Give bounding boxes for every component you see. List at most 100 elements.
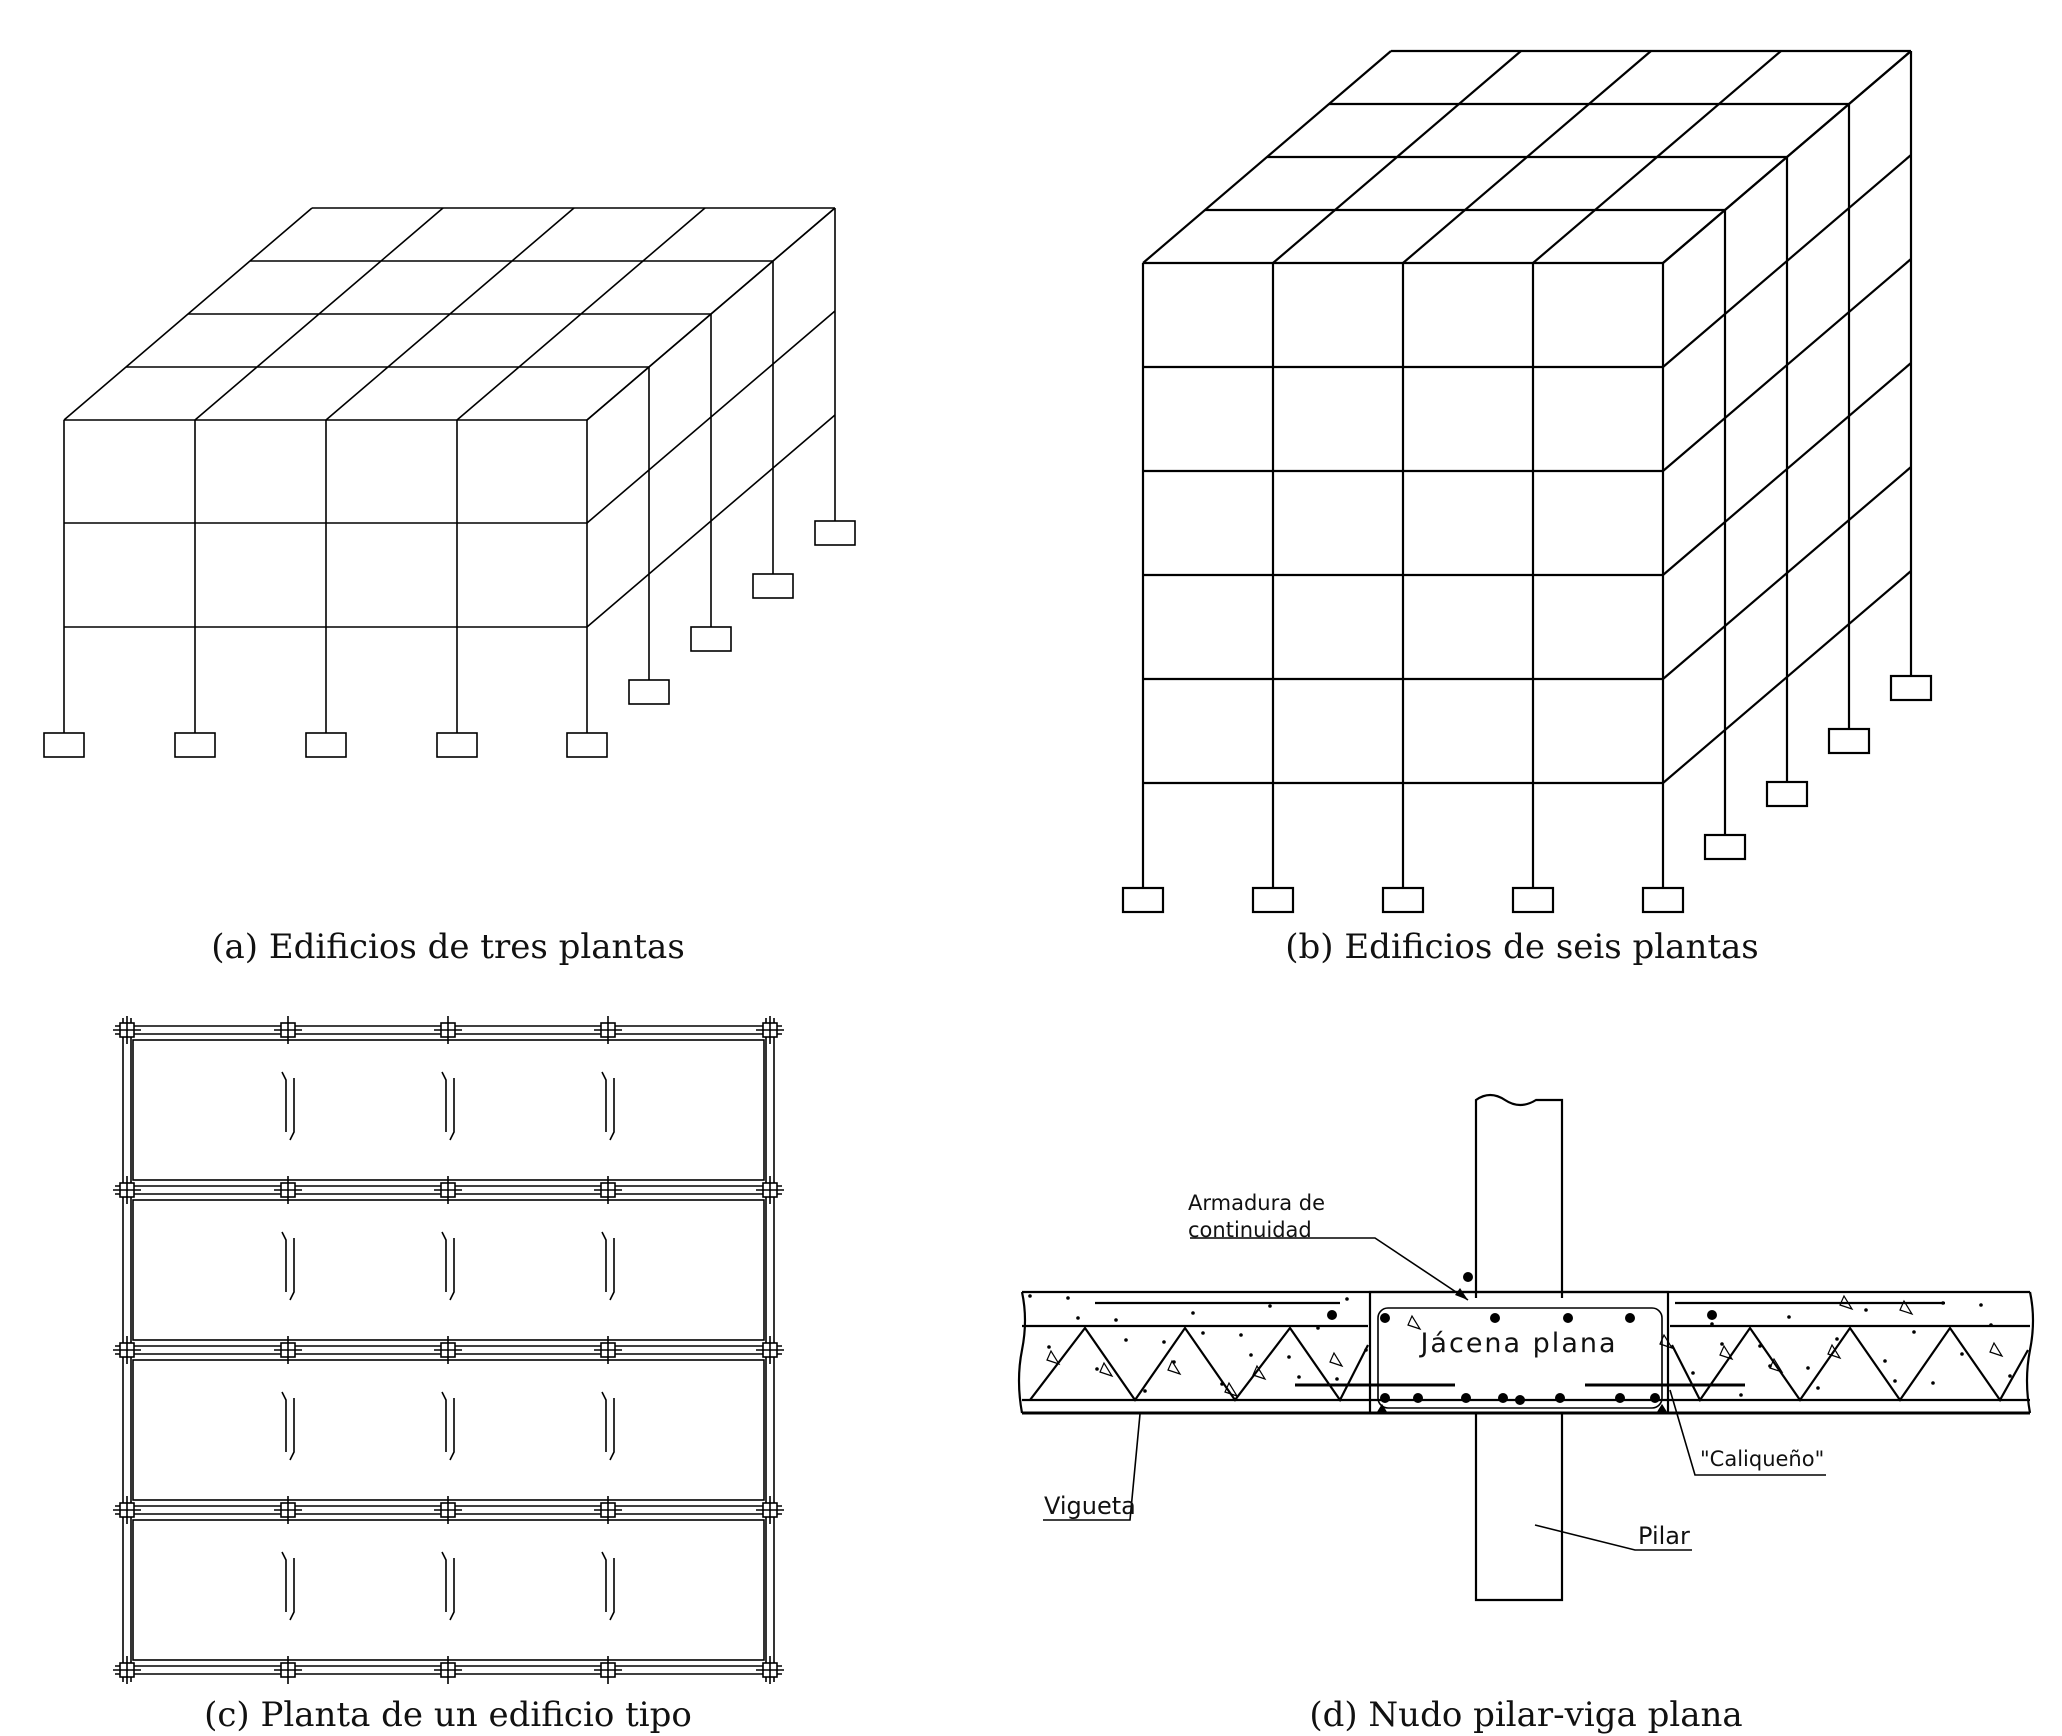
label-armadura-line2: continuidad [1188,1218,1312,1242]
aggregate-speck [1201,1331,1205,1335]
label-armadura-line1: Armadura de [1188,1191,1325,1215]
label-pilar: Pilar [1638,1522,1690,1550]
concrete-aggregate-marks [1028,1294,2012,1414]
aggregate-mark [1167,1359,1182,1376]
caption-c: (c) Planta de un edificio tipo [204,1695,692,1735]
aggregate-speck [1720,1342,1724,1346]
bay-outline [132,1039,765,1181]
side-footing [1827,727,1871,755]
rebar-dot [1380,1313,1390,1323]
front-footing [1641,886,1685,914]
label-jacena: Jácena plana [1418,1328,1617,1359]
aggregate-speck [1912,1330,1916,1334]
aggregate-speck [1114,1318,1118,1322]
side-footing [814,520,856,546]
aggregate-speck [1835,1337,1839,1341]
aggregate-mark [1899,1299,1914,1316]
aggregate-speck [1028,1294,1032,1298]
front-footing [43,732,85,758]
column-beam-joint-drawing: Armadura de continuidad Jácena plana "Ca… [1017,1093,2035,1602]
aggregate-speck [1806,1366,1810,1370]
caption-a: (a) Edificios de tres plantas [211,927,685,967]
rebar-dot [1461,1393,1471,1403]
joist-direction-symbol [441,1231,455,1301]
label-caliqueno: "Caliqueño" [1700,1447,1824,1471]
aggregate-mark [1252,1364,1267,1381]
aggregate-speck [1816,1386,1820,1390]
aggregate-mark [1046,1349,1061,1366]
aggregate-speck [1297,1375,1301,1379]
joist-direction-symbol [601,1391,615,1461]
aggregate-speck [1787,1315,1791,1319]
front-footing [566,732,608,758]
aggregate-speck [1989,1323,1993,1327]
label-vigueta: Vigueta [1044,1492,1136,1520]
joist-truss-right [1671,1326,2029,1403]
aggregate-mark [1407,1314,1422,1331]
aggregate-speck [1941,1301,1945,1305]
side-footing [1765,780,1809,808]
front-footing [1381,886,1425,914]
leader-vigueta [1043,1413,1141,1521]
six-storey-frame-drawing [1121,49,1933,914]
bay-outline [132,1519,765,1661]
front-footing [305,732,347,758]
side-footing [1703,833,1747,861]
leader-caliqueno [1669,1389,1826,1476]
aggregate-speck [1758,1344,1762,1348]
aggregate-speck [2008,1374,2012,1378]
aggregate-mark [1827,1343,1842,1360]
joist-direction-symbol [281,1551,295,1621]
flat-beam-stirrup [1377,1307,1663,1409]
column-lower [1474,1413,1564,1602]
side-floor-beam [586,414,836,628]
column-upper [1474,1093,1564,1298]
leader-pilar [1534,1524,1692,1551]
aggregate-speck [1883,1359,1887,1363]
aggregate-speck [1268,1304,1272,1308]
aggregate-mark [1769,1357,1784,1374]
joist-direction-symbol [601,1071,615,1141]
flat-beam-outer [1368,1290,1670,1415]
rebar-dot [1707,1310,1717,1320]
aggregate-mark [1329,1351,1344,1368]
side-footing [752,573,794,599]
rebar-dots [1327,1272,1717,1405]
aggregate-mark [1989,1341,2004,1358]
side-footing [1889,674,1933,702]
aggregate-speck [1095,1367,1099,1371]
joist-direction-symbol [441,1071,455,1141]
caption-d: (d) Nudo pilar-viga plana [1309,1695,1742,1735]
aggregate-speck [1335,1377,1339,1381]
joist-direction-symbol [281,1071,295,1141]
joist-direction-symbol [601,1231,615,1301]
aggregate-speck [1739,1393,1743,1397]
aggregate-speck [1710,1322,1714,1326]
aggregate-speck [1768,1364,1772,1368]
joist-direction-symbol [601,1551,615,1621]
side-floor-beam [586,310,836,524]
side-floor-beam [1662,466,1912,680]
slab-left-break [1017,1291,1027,1414]
joist-direction-symbol [441,1551,455,1621]
side-floor-beam [1662,362,1912,576]
side-floor-beam [1662,570,1912,784]
side-footing [690,626,732,652]
rebar-dot [1490,1313,1500,1323]
front-footing [174,732,216,758]
floor-plan-drawing [113,1016,784,1684]
leader-armadura-arrow [1455,1288,1468,1300]
aggregate-speck [1220,1382,1224,1386]
aggregate-speck [1364,1348,1368,1352]
bay-outline [132,1359,765,1501]
side-floor-beam [1662,154,1912,368]
aggregate-speck [1931,1381,1935,1385]
aggregate-speck [1124,1338,1128,1342]
aggregate-speck [1066,1296,1070,1300]
aggregate-speck [1691,1371,1695,1375]
rebar-dot [1625,1313,1635,1323]
joist-direction-symbol [281,1391,295,1461]
aggregate-mark [1099,1361,1114,1378]
rebar-dot [1413,1393,1423,1403]
